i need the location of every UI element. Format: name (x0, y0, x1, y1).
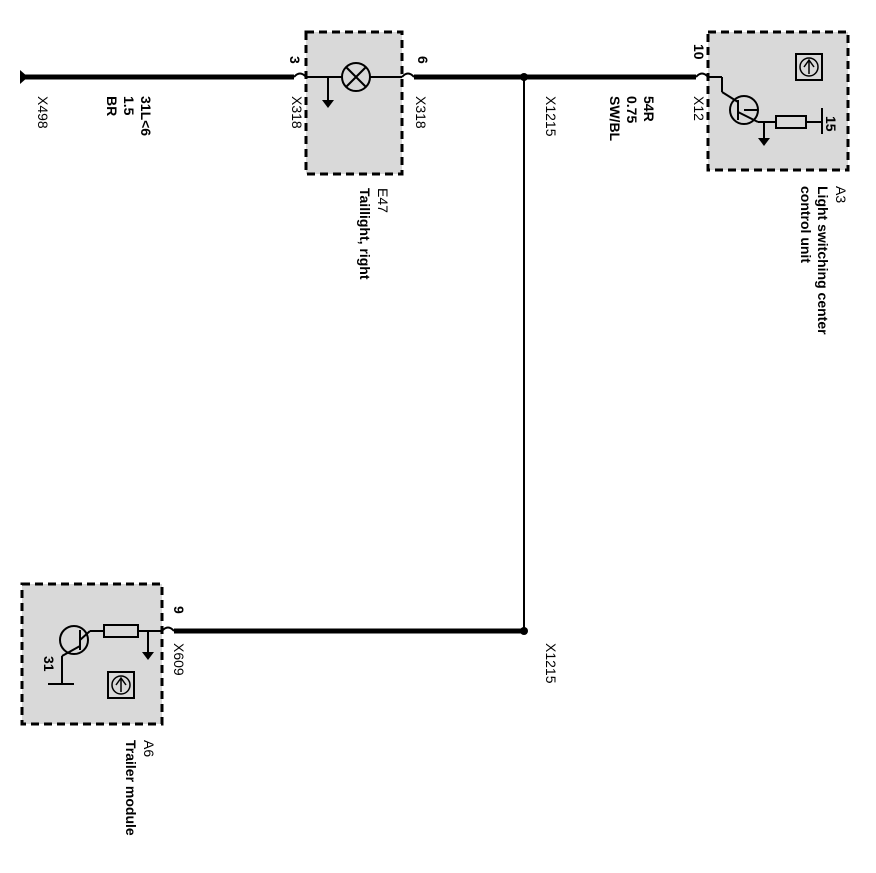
control-unit-icon (795, 53, 823, 81)
resistor-icon (758, 108, 823, 134)
trailer-module-box (20, 582, 164, 726)
wire-54-color: SW/BL (607, 96, 623, 142)
wire-54-size: 0.75 (624, 96, 640, 123)
ground-wire-color: BR (104, 96, 120, 116)
light-switch-connector: X12 (691, 96, 707, 121)
trailer-transistor-icon (48, 625, 91, 685)
taillight-pin-left: 3 (287, 56, 303, 64)
wire-54-code: 54R (641, 96, 657, 122)
lamp-icon (341, 62, 371, 92)
trailer-control-unit-icon (107, 671, 135, 699)
trailer-name: Trailer module (123, 740, 139, 836)
connector-x498-label: X498 (35, 96, 51, 129)
connector-hook-x609 (161, 626, 175, 632)
trailer-terminal-31: 31 (41, 656, 57, 672)
light-switch-pin: 10 (691, 44, 707, 60)
connector-hook-x12 (695, 72, 709, 78)
light-switch-module-box (706, 30, 850, 172)
connector-hook-x318-left (293, 72, 307, 78)
light-switch-terminal-15: 15 (823, 116, 839, 132)
switch-ground-arrow-icon (758, 122, 770, 146)
ground-wire-code: 31L<6 (138, 96, 154, 136)
trailer-resistor-icon (90, 624, 162, 638)
trailer-ground-arrow-icon (142, 631, 154, 660)
light-switch-id: A3 (833, 186, 849, 203)
taillight-ground-arrow-icon (322, 77, 334, 108)
splice-dot-top (520, 73, 528, 81)
taillight-name: Taillight, right (357, 188, 373, 280)
trailer-id: A6 (141, 740, 157, 757)
transistor-icon (708, 76, 759, 125)
ground-wire-size: 1.5 (121, 96, 137, 116)
splice-top-label: X1215 (543, 96, 559, 137)
splice-bottom-label: X1215 (543, 643, 559, 684)
ground-terminal-icon (20, 70, 28, 84)
connector-hook-x318-right (401, 72, 415, 78)
light-switch-name-2: control unit (798, 186, 814, 263)
taillight-id: E47 (375, 188, 391, 213)
splice-dot-bottom (520, 627, 528, 635)
taillight-connector-right: X318 (413, 96, 429, 129)
taillight-pin-right: 6 (415, 56, 431, 64)
light-switch-name-1: Light switching center (815, 186, 831, 335)
trailer-connector: X609 (171, 643, 187, 676)
taillight-module-box (304, 30, 404, 176)
trailer-pin: 9 (171, 606, 187, 614)
taillight-connector-left: X318 (289, 96, 305, 129)
